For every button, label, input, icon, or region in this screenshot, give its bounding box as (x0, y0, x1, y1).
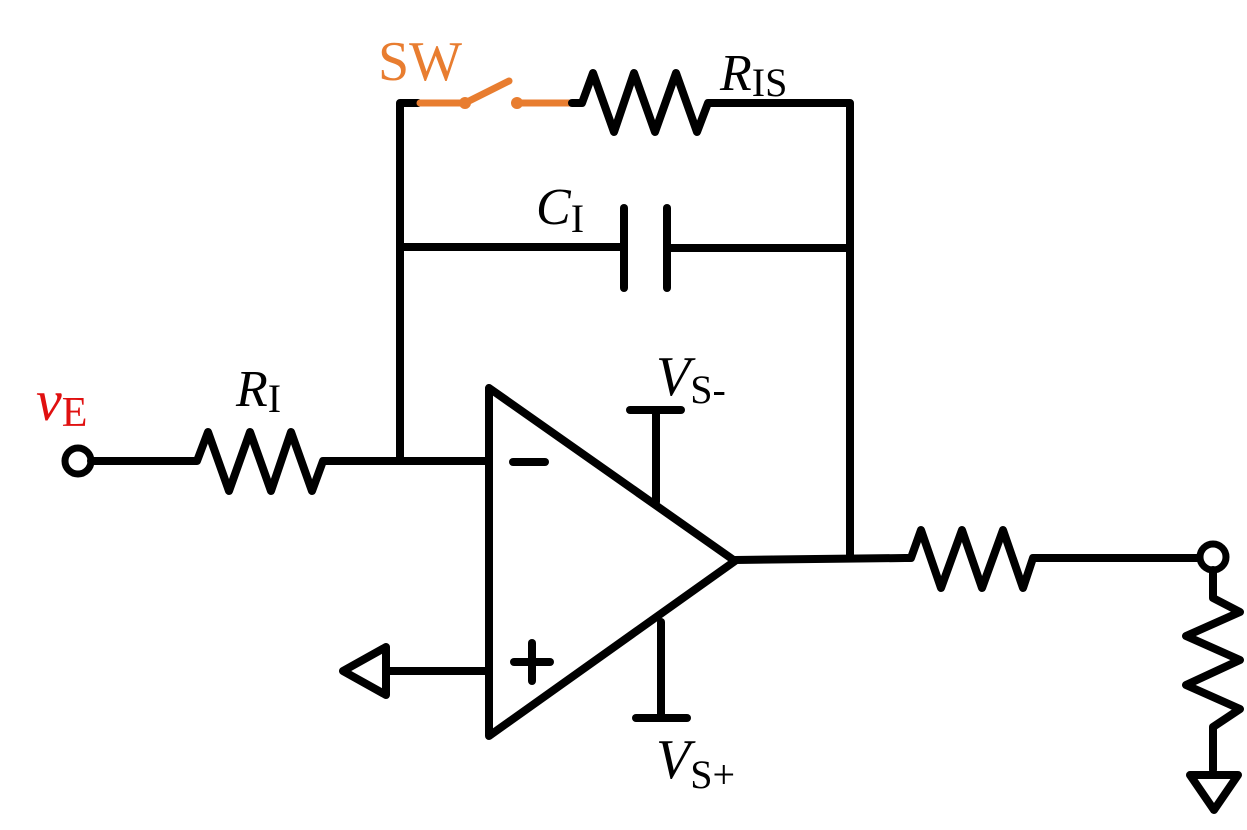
input-voltage-label-sub: E (62, 390, 88, 436)
output-resistor (731, 526, 1204, 592)
supply-positive-label-sub: S+ (690, 752, 735, 797)
noninverting-input-sign (510, 639, 554, 685)
input-resistor-label-main: R (235, 361, 268, 418)
feedback-right-wire (706, 99, 854, 562)
switch-sw (416, 77, 574, 109)
load-resistor (1182, 566, 1244, 774)
supply-negative-label-main: V (656, 346, 696, 408)
input-resistor-label-sub: I (268, 376, 281, 421)
supply-positive-label-main: V (656, 729, 696, 791)
input-resistor (87, 428, 493, 495)
input-voltage-label: vE (36, 368, 87, 436)
feedback-left-wire (396, 99, 422, 465)
input-voltage-label-main: v (36, 368, 62, 433)
reset-resistor-label-sub: IS (752, 60, 788, 105)
supply-positive-label: VS+ (656, 729, 735, 797)
capacitor-label-main: C (536, 179, 572, 236)
ground-icon-noninverting (339, 643, 390, 699)
reset-resistor-label: RIS (719, 45, 787, 105)
supply-negative-label: VS- (656, 346, 726, 412)
input-resistor-label: RI (235, 361, 281, 421)
supply-negative-label-sub: S- (690, 367, 726, 412)
reset-resistor-label-main: R (719, 45, 752, 102)
capacitor-label: CI (536, 179, 584, 241)
switch-blade (461, 77, 513, 107)
switch-label: SW (378, 31, 462, 93)
ground-icon-load (1186, 771, 1242, 814)
switch-pivot-dot (459, 97, 471, 109)
opamp-triangle (485, 384, 739, 740)
capacitor-label-sub: I (571, 196, 584, 241)
reset-resistor (568, 69, 716, 136)
